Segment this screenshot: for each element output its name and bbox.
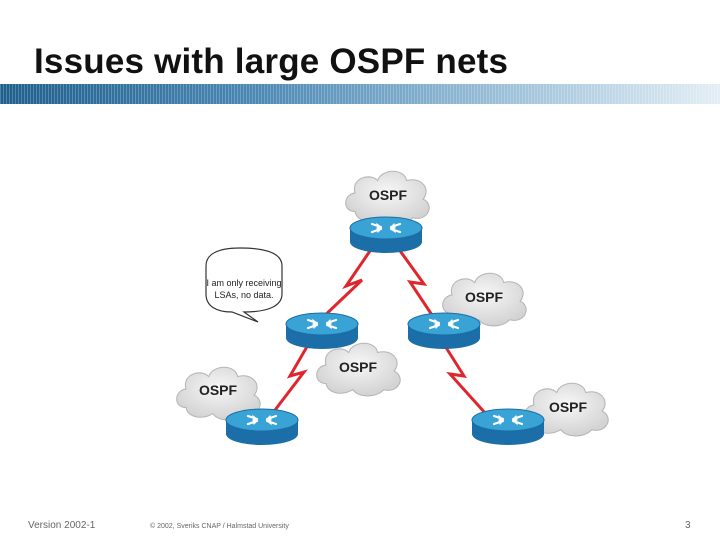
cloud-top: OSPF — [345, 170, 430, 225]
cloud-label: OSPF — [369, 187, 408, 203]
footer-page-number: 3 — [685, 520, 691, 531]
serial-link-icon — [438, 337, 488, 416]
router-icon — [406, 312, 482, 351]
router-icon — [348, 216, 424, 255]
cloud-center: OSPF — [316, 342, 401, 397]
cloud-right-bottom: OSPF — [524, 382, 609, 437]
router-icon — [224, 408, 300, 447]
cloud-label: OSPF — [549, 399, 588, 415]
cloud-right-middle: OSPF — [442, 272, 527, 327]
router-icon — [470, 408, 546, 447]
serial-link-icon — [396, 247, 436, 319]
footer-version: Version 2002-1 — [28, 520, 96, 531]
cloud-label: OSPF — [199, 382, 238, 398]
cloud-label: OSPF — [465, 289, 504, 305]
callout-line-1: I am only receiving — [206, 278, 281, 288]
cloud-label: OSPF — [339, 359, 378, 375]
slide-title: Issues with large OSPF nets — [34, 42, 509, 81]
title-underline-bar — [0, 84, 720, 104]
serial-link-icon — [318, 247, 374, 322]
cloud-left: OSPF — [176, 366, 261, 421]
callout-line-2: LSAs, no data. — [214, 290, 273, 300]
router-icon — [284, 312, 360, 351]
serial-link-icon — [270, 337, 314, 415]
footer-copyright: © 2002, Sveriks CNAP / Halmstad Universi… — [150, 523, 289, 530]
speech-bubble-icon — [205, 247, 283, 323]
